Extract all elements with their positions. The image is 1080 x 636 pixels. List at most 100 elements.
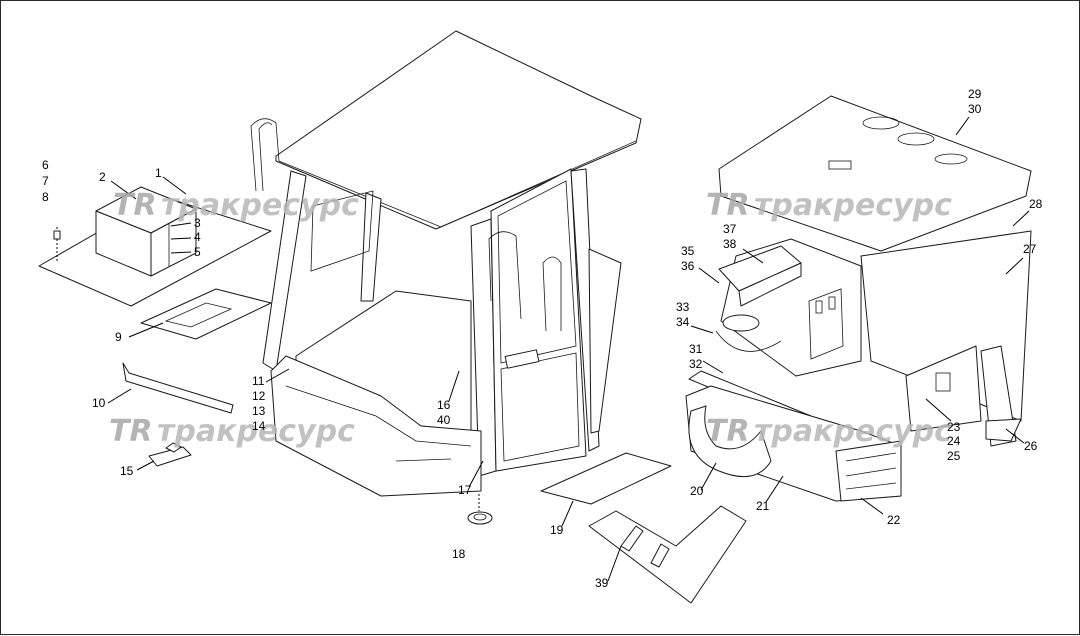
- grommet: [467, 511, 493, 525]
- panel-crease: [285, 385, 472, 447]
- callout-38: 38: [723, 237, 737, 251]
- watermark-text: тракресурс: [754, 188, 952, 223]
- watermark-logo: TR: [706, 188, 750, 223]
- bolt: [53, 230, 61, 240]
- callout-14: 14: [252, 419, 266, 433]
- callout-23: 23: [947, 420, 961, 434]
- cab-roof: [275, 30, 642, 230]
- callout-22: 22: [887, 513, 901, 527]
- mat-19: [540, 452, 672, 505]
- callout-29: 29: [968, 87, 982, 101]
- door: [490, 168, 587, 472]
- side-net: [835, 440, 902, 502]
- rear-slot-1: [815, 300, 823, 314]
- watermark-logo: TR: [109, 414, 153, 449]
- callout-3: 3: [194, 216, 201, 230]
- callout-25: 25: [947, 449, 961, 463]
- grommet-hole: [473, 513, 487, 521]
- rear-window: [310, 190, 374, 272]
- callout-30: 30: [968, 102, 982, 116]
- door-lower-panel: [500, 352, 580, 462]
- front-lower-panel: [270, 355, 482, 497]
- callout-27: 27: [1023, 242, 1037, 256]
- callout-2: 2: [99, 170, 106, 184]
- callout-24: 24: [947, 434, 961, 448]
- watermark-text: тракресурс: [754, 414, 952, 449]
- side-panel: [588, 248, 622, 434]
- callout-34: 34: [676, 315, 690, 329]
- roof-vent-3: [934, 153, 968, 165]
- rear-slot-2: [828, 296, 836, 310]
- net-line-3: [845, 482, 897, 490]
- roof-vent-1: [862, 116, 900, 130]
- door-grab: [542, 256, 562, 332]
- callout-9: 9: [115, 330, 122, 344]
- net-line-2: [845, 467, 897, 477]
- roof-slot: [828, 160, 852, 170]
- callout-21: 21: [756, 499, 770, 513]
- control-box-side: [150, 208, 197, 277]
- callout-1: 1: [155, 166, 162, 180]
- cab-frame: [250, 30, 642, 497]
- callout-19: 19: [550, 523, 564, 537]
- mat-9-cutout: [164, 302, 233, 328]
- callout-36: 36: [681, 259, 695, 273]
- exhaust-pipe: [688, 405, 772, 478]
- callout-16: 16: [437, 398, 451, 412]
- callout-20: 20: [690, 484, 704, 498]
- control-box-assembly: [38, 186, 272, 307]
- callout-4: 4: [194, 230, 201, 244]
- watermark-2: TR тракресурс: [706, 188, 952, 223]
- callout-11: 11: [252, 374, 265, 388]
- callout-18: 18: [452, 547, 466, 561]
- callout-12: 12: [252, 389, 266, 403]
- callout-labels: 1 2 3 4 5 6 7 8 9 10 11 12 13 14 15 16 4…: [42, 87, 1043, 590]
- trim-strip: [122, 362, 234, 414]
- callout-39: 39: [595, 576, 609, 590]
- net-line-1: [845, 452, 897, 462]
- console-switch: [935, 372, 951, 392]
- air-duct-front: [738, 262, 802, 307]
- vent-curve: [715, 330, 782, 352]
- callout-28: 28: [1029, 197, 1043, 211]
- roof-vent-2: [897, 132, 935, 146]
- leader-lines: [107, 116, 1030, 582]
- floor-mat-small: [140, 288, 272, 340]
- roof-liner: [718, 95, 1032, 252]
- pedal-pad-1: [620, 525, 644, 552]
- post-rear: [360, 192, 382, 302]
- callout-26: 26: [1024, 439, 1038, 453]
- callout-40: 40: [437, 413, 451, 427]
- panel-slot: [395, 458, 452, 462]
- callout-7: 7: [42, 174, 49, 188]
- side-console: [905, 345, 982, 432]
- watermark-4: TR тракресурс: [706, 414, 952, 449]
- callout-8: 8: [42, 190, 49, 204]
- callout-10: 10: [92, 396, 106, 410]
- pedal-mat: [588, 505, 747, 604]
- mirror-mount: [165, 442, 182, 453]
- watermark-logo: TR: [113, 188, 157, 223]
- callout-13: 13: [252, 404, 266, 418]
- floor-mat-large: [540, 452, 672, 505]
- callout-32: 32: [689, 357, 703, 371]
- rear-wall-panel: [808, 288, 844, 360]
- mat-9: [140, 288, 272, 340]
- trim-strip-10: [122, 362, 234, 414]
- watermark-3: TR тракресурс: [109, 414, 355, 449]
- handle-left-inner: [258, 122, 273, 192]
- door-glass: [497, 180, 577, 364]
- mat-39: [588, 505, 747, 604]
- watermark-logo: TR: [706, 414, 750, 449]
- corner-bracket-26: [985, 418, 1022, 442]
- callout-35: 35: [681, 244, 695, 258]
- callout-6: 6: [42, 158, 49, 172]
- cab-shell: [685, 95, 1032, 502]
- rear-view-mirror: [148, 442, 192, 467]
- door-latch: [504, 349, 540, 369]
- watermark-text: тракресурс: [161, 188, 359, 223]
- callout-31: 31: [689, 342, 703, 356]
- callout-17: 17: [458, 483, 472, 497]
